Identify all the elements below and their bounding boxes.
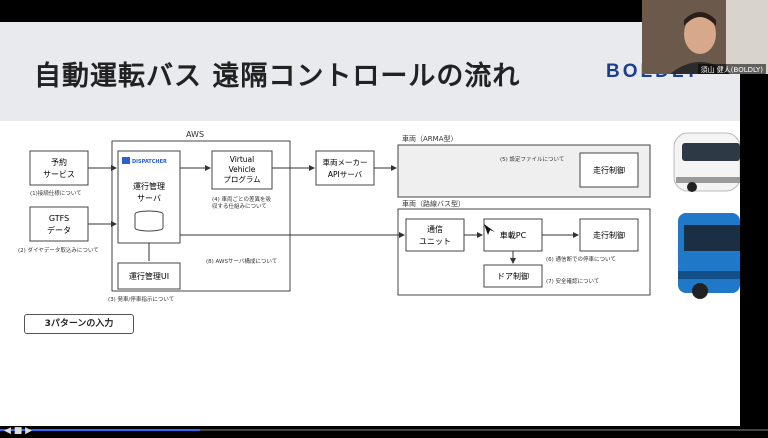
vehicle-pc-label: 車載PC [500,230,527,240]
route-control-box [579,218,639,252]
dispatcher-icon [122,157,130,164]
reservation-service-box [29,150,89,186]
participant-video-tile[interactable]: 須山 健人(BOLDLY) [642,0,768,74]
ops-ui-label: 運行管理UI [129,271,169,281]
door-control-box [483,264,543,288]
aws-label: AWS [186,130,204,139]
arma-note: (5) 設定ファイルについて [500,155,564,163]
top-bar [0,0,768,22]
gtfs-line2: データ [47,225,71,235]
route-bus-image [678,213,740,299]
input-patterns-callout: 3パターンの入力 [24,314,134,334]
reservation-note: (1)接続仕様について [30,189,82,197]
maker-api-line2: APIサーバ [328,170,363,179]
presentation-slide: 自動運転バス 遠隔コントロールの流れ BOLDLY AWS 予約 サービス (1… [0,22,740,426]
progress-fill [0,429,200,431]
participant-name: 須山 健人(BOLDLY) [697,64,766,74]
virtual-vehicle-line1: Virtual [230,155,255,164]
arma-label: 車両（ARMA型） [402,134,457,143]
reservation-service-line2: サービス [43,170,75,179]
dispatcher-logo: DISPATCHER [132,159,167,165]
system-flow-diagram: AWS 予約 サービス (1)接続仕様について GTFS データ (2) ダイヤ… [18,130,740,303]
comm-unit-box [405,218,465,252]
participant-avatar [642,0,768,74]
playback-controls[interactable]: ◀ ■ ▶ [4,426,33,436]
arma-control-label: 走行制御 [593,165,625,175]
virtual-note-line2: 収する仕組みについて [212,202,267,210]
autonomous-shuttle-image [673,132,740,192]
virtual-vehicle-box [211,150,273,190]
virtual-vehicle-line3: プログラム [223,174,260,184]
gtfs-note: (2) ダイヤデータ取込みについて [18,246,99,254]
aws-group-box [111,140,291,292]
ops-ui-box [117,262,181,290]
progress-track[interactable] [0,429,768,431]
ops-server-line1: 運行管理 [133,181,165,191]
safety-note: (7) 安全確認について [546,277,599,285]
ops-server-line2: サーバ [137,194,161,203]
playback-bar[interactable]: ◀ ■ ▶ [0,426,768,438]
connectors [88,165,579,264]
maker-api-box [315,150,375,186]
slide-title: 自動運転バス 遠隔コントロールの流れ [34,61,521,92]
aws-server-note: (8) AWSサーバ構成について [206,257,277,265]
comm-unit-line2: ユニット [419,237,451,246]
reservation-service-line1: 予約 [51,157,67,167]
arma-control-box [579,152,639,188]
ops-ui-note: (3) 発車/停車指示について [108,295,174,303]
maker-api-line1: 車両メーカー [323,157,368,167]
comm-unit-line1: 通信 [427,224,443,234]
comm-stop-note: (6) 通信断での停車について [546,255,616,263]
door-control-label: ドア制御 [497,271,529,281]
virtual-note-line1: (4) 車両ごとの差異を吸 [212,195,271,203]
route-control-label: 走行制御 [593,230,625,240]
route-bus-label: 車両（路線バス型） [402,199,465,208]
gtfs-line1: GTFS [49,214,69,223]
diagram-panel: AWS 予約 サービス (1)接続仕様について GTFS データ (2) ダイヤ… [0,121,740,426]
mouse-cursor-icon [484,224,495,235]
gtfs-data-box [29,206,89,242]
database-icon-body [134,214,164,232]
virtual-vehicle-line2: Vehicle [229,165,256,174]
